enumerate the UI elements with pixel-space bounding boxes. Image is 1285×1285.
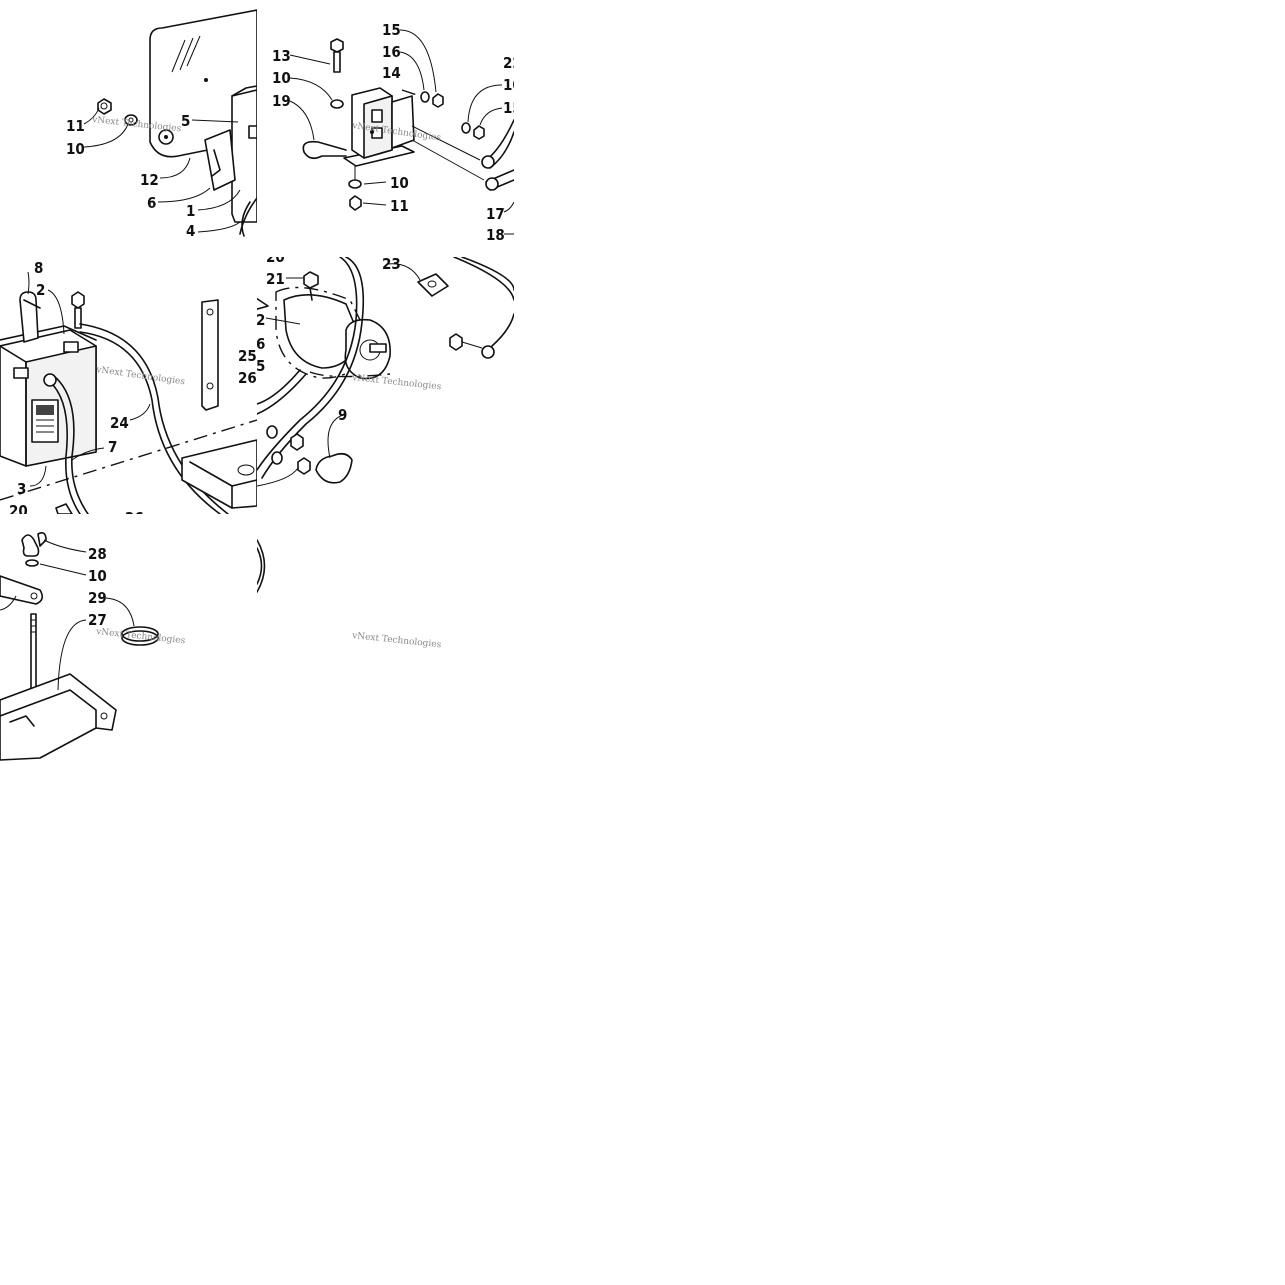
callout-15: 15: [503, 99, 522, 117]
callout-20: 20: [266, 248, 285, 266]
callout-16: 16: [382, 43, 401, 61]
callout-20: 20: [9, 502, 28, 520]
callout-7: 7: [108, 438, 117, 456]
callout-4: 4: [186, 222, 195, 240]
watermark: vNext Technologies: [351, 631, 442, 650]
callout-10: 10: [503, 76, 522, 94]
callout-6: 6: [147, 194, 156, 212]
callout-8: 8: [34, 259, 43, 277]
callout-10: 10: [272, 69, 291, 87]
panel-shield-bracket: 11 10 12 6 1 4 5 vNext Technologies: [66, 9, 257, 240]
callout-23: 23: [382, 255, 401, 273]
callout-10: 10: [88, 567, 107, 585]
panel-fragment: vNext Technologies: [257, 539, 442, 650]
watermark: vNext Technologies: [351, 373, 442, 392]
callout-19: 19: [272, 92, 291, 110]
callout-14: 14: [382, 64, 401, 82]
callout-10: 10: [66, 140, 85, 158]
watermark: vNext Technologies: [95, 627, 186, 646]
callout-1: 1: [186, 202, 195, 220]
callout-12: 12: [140, 171, 159, 189]
callout-10: 10: [390, 174, 409, 192]
callout-2: 2: [256, 311, 265, 329]
callout-5: 5: [181, 112, 190, 130]
callout-5: 5: [256, 357, 265, 375]
panel-battery: 8 2 24 7 3 20 26 25 26 vNext Technologie…: [0, 259, 257, 527]
callout-6: 6: [256, 335, 265, 353]
panel-starter: 20 21 23 2 6 5 9 vNext Technologies: [256, 248, 514, 487]
callout-15: 15: [382, 21, 401, 39]
callout-28: 28: [88, 545, 107, 563]
callout-21: 21: [266, 270, 285, 288]
callout-11: 11: [390, 197, 409, 215]
callout-2: 2: [36, 281, 45, 299]
callout-18: 18: [486, 226, 505, 244]
callout-22: 22: [503, 54, 522, 72]
callout-24: 24: [110, 414, 129, 432]
callout-11: 11: [66, 117, 85, 135]
panel-hold-down: 28 10 29 27 vNext Technologies: [0, 532, 186, 761]
callout-29: 29: [88, 589, 107, 607]
callout-17: 17: [486, 205, 505, 223]
callout-3: 3: [17, 480, 26, 498]
callout-27: 27: [88, 611, 107, 629]
callout-25: 25: [238, 347, 257, 365]
panel-solenoid: 13 10 19 14 15 16 22 10 15 10 11 17 18 v…: [272, 21, 522, 244]
callout-26: 26: [238, 369, 257, 387]
callout-26: 26: [125, 509, 144, 527]
callout-13: 13: [272, 47, 291, 65]
callout-9: 9: [338, 406, 347, 424]
